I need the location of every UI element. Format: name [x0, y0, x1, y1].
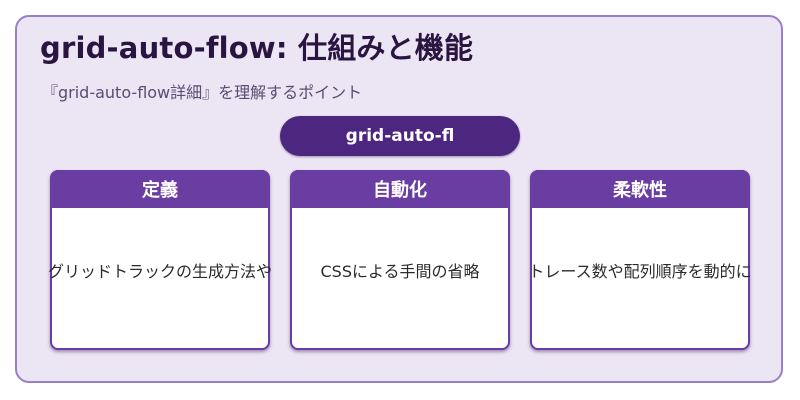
- card-header-label: 柔軟性: [613, 180, 667, 201]
- card-header: 定義: [50, 170, 270, 208]
- card-header: 自動化: [290, 170, 510, 208]
- page-title: grid-auto-flow: 仕組みと機能: [40, 31, 474, 65]
- card-header-label: 定義: [142, 180, 178, 201]
- card-body-text: トレース数や配列順序を動的に: [528, 262, 752, 281]
- card-flexibility: 柔軟性 トレース数や配列順序を動的に: [528, 170, 752, 350]
- card-definition: 定義 グリッドトラックの生成方法や: [48, 170, 272, 350]
- page-subtitle: 『grid-auto-flow詳細』を理解するポイント: [42, 83, 363, 102]
- card-header-label: 自動化: [373, 180, 427, 201]
- center-topic-label: grid-auto-fl: [345, 126, 455, 146]
- card-body-text: CSSによる手間の省略: [320, 262, 480, 281]
- card-automation: 自動化 CSSによる手間の省略: [290, 170, 510, 350]
- center-topic-pill: grid-auto-fl: [280, 116, 520, 156]
- card-body-text: グリッドトラックの生成方法や: [47, 262, 272, 281]
- card-header: 柔軟性: [530, 170, 750, 208]
